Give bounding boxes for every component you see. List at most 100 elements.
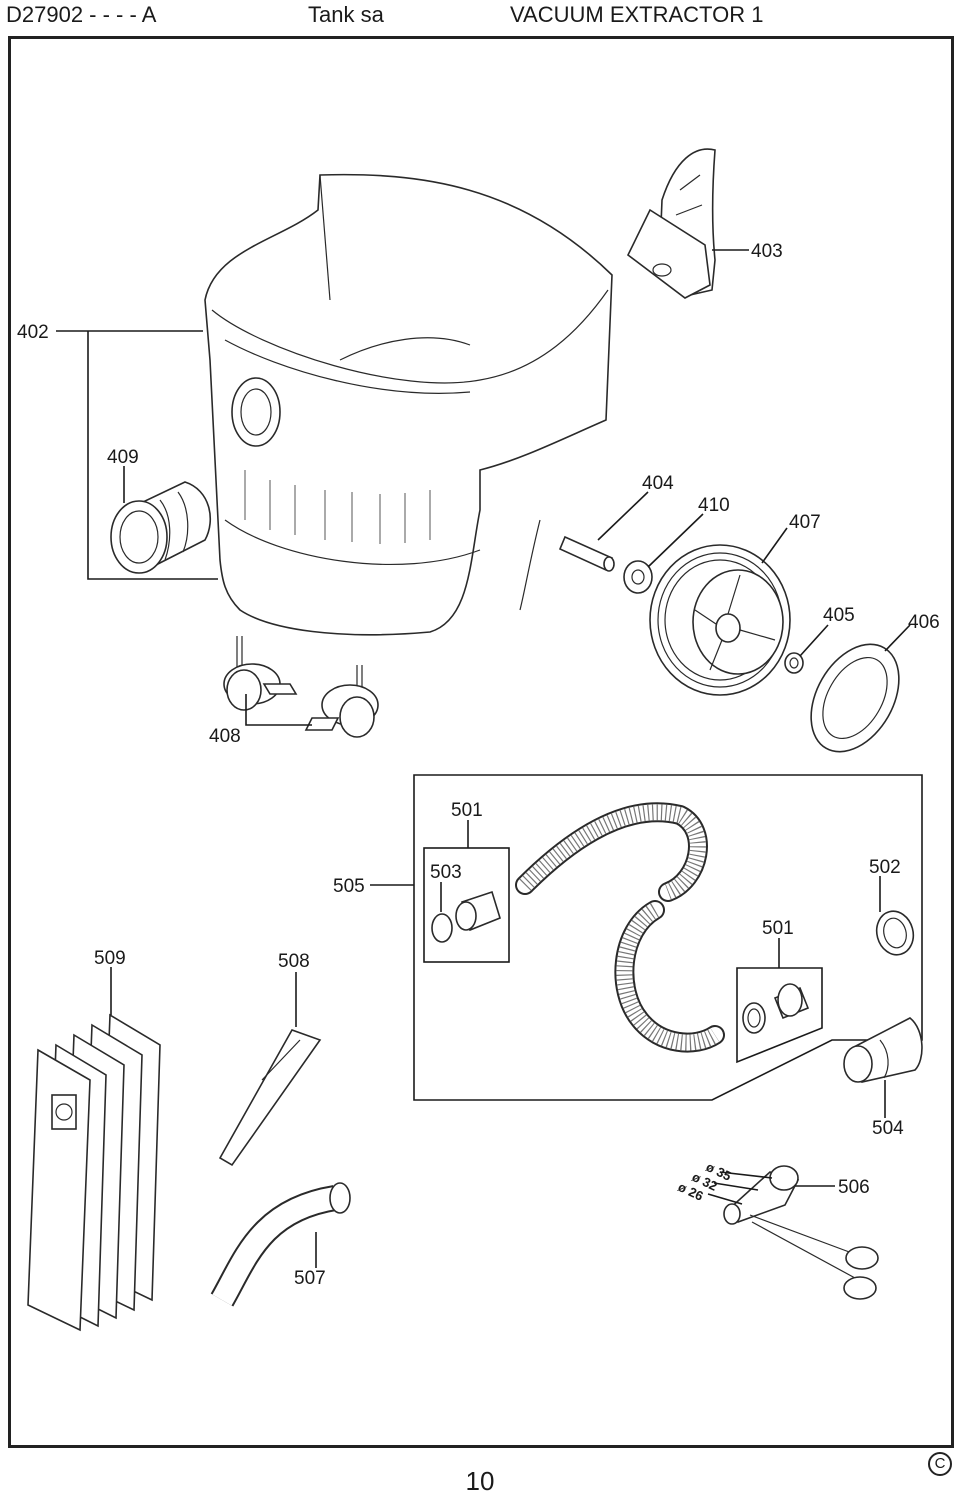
tank-wheel-recess <box>519 519 541 611</box>
inlet-adapter-mouth-inner <box>119 510 159 564</box>
label-507: 507 <box>294 1268 326 1289</box>
leader-407 <box>761 527 788 564</box>
reducer-tip <box>723 1203 741 1225</box>
hose-drawing <box>515 802 725 1053</box>
scissors-drawing <box>749 1214 879 1300</box>
curved-tube-fill <box>212 1187 338 1306</box>
wheel-spokes <box>694 574 776 671</box>
label-403: 403 <box>751 241 783 262</box>
leader-lines <box>56 249 911 1268</box>
scissors-ring-2 <box>843 1276 877 1300</box>
label-509: 509 <box>94 948 126 969</box>
label-402: 402 <box>17 322 49 343</box>
hub-cap-inner <box>822 656 888 740</box>
wheel-drawing <box>649 544 791 696</box>
axle-end <box>603 556 615 572</box>
tool-adapter-mouth <box>843 1045 873 1083</box>
leader-405 <box>799 624 829 657</box>
hose-connector-kit-box <box>736 967 823 1064</box>
tank-inlet-port-inner <box>240 388 272 436</box>
leader-diameters <box>707 1171 773 1205</box>
scissors-blades <box>749 1214 861 1279</box>
spacer-inner <box>631 569 645 585</box>
inlet-adapter-drawing <box>110 481 212 574</box>
label-504: 504 <box>872 1118 904 1139</box>
connector-2 <box>777 983 803 1017</box>
handle-detail <box>675 174 703 216</box>
crevice-tool <box>218 1029 322 1167</box>
sealing-ring-inner <box>883 917 907 949</box>
label-502: 502 <box>869 857 901 878</box>
hose-cuffs-drawing <box>431 890 501 943</box>
cuff-end <box>455 901 477 931</box>
reducer-mouth <box>769 1165 799 1191</box>
label-508: 508 <box>278 951 310 972</box>
handle-hole <box>652 263 672 277</box>
handle-bracket <box>626 208 711 299</box>
handle-drawing <box>626 148 716 299</box>
doc-code: D27902 - - - - A <box>6 2 157 27</box>
label-505: 505 <box>333 876 365 897</box>
label-405: 405 <box>823 605 855 626</box>
hub-cap-outer <box>810 643 900 753</box>
assembly-name: Tank sa <box>308 2 384 27</box>
nut-inner <box>789 657 799 669</box>
tank-ribs <box>244 470 431 544</box>
tank-rim-inner <box>224 339 471 394</box>
label-501-hose: 501 <box>451 800 483 821</box>
filter-bag-front <box>27 1048 91 1332</box>
hose-kit-outline <box>413 774 923 1101</box>
connector-1-inner <box>747 1008 761 1028</box>
label-404: 404 <box>642 473 674 494</box>
filter-bags-drawing <box>27 1013 161 1332</box>
leader-410 <box>647 513 704 568</box>
tank-rim <box>211 289 609 384</box>
castors-drawing <box>223 636 379 738</box>
label-408: 408 <box>209 726 241 747</box>
leader-406 <box>884 624 911 652</box>
axle-drawing <box>558 535 615 572</box>
tank-inner-wall <box>319 174 331 301</box>
leader-402-bracket <box>87 331 218 580</box>
castor-1-brake <box>262 683 298 695</box>
label-506: 506 <box>838 1177 870 1198</box>
tank-inlet-port <box>231 377 281 447</box>
label-503: 503 <box>430 862 462 883</box>
hub-cap-drawing <box>810 643 900 753</box>
curved-tube-drawing <box>210 1182 351 1307</box>
cuff-ring <box>431 913 453 943</box>
document-title: VACUUM EXTRACTOR 1 <box>510 2 764 27</box>
hose-connectors-drawing <box>742 983 810 1034</box>
crevice-tool-slot <box>261 1039 301 1081</box>
label-410: 410 <box>698 495 730 516</box>
wheel-hub <box>715 613 741 643</box>
label-501-connector: 501 <box>762 918 794 939</box>
nut-drawing <box>784 652 804 674</box>
filter-bag-opening <box>55 1103 73 1121</box>
sealing-ring-drawing <box>875 910 915 956</box>
tool-adapter-ring <box>879 1039 889 1079</box>
cuff-kit-box <box>423 847 510 963</box>
tank-inner-floor <box>339 337 471 361</box>
reducer-drawing <box>723 1165 800 1225</box>
leader-408 <box>245 694 312 726</box>
leader-404 <box>597 491 649 541</box>
castor-1-stem <box>236 636 243 670</box>
scissors-ring-1 <box>845 1246 879 1270</box>
tank-drawing <box>204 173 613 636</box>
copyright-symbol: C <box>928 1452 952 1476</box>
label-406: 406 <box>908 612 940 633</box>
label-409: 409 <box>107 447 139 468</box>
diagram-frame <box>8 36 954 1448</box>
connector-1 <box>742 1002 766 1034</box>
tool-adapter-drawing <box>843 1017 923 1083</box>
tank-base-line <box>224 519 481 565</box>
castor-1-wheel <box>226 669 262 711</box>
page-number: 10 <box>465 1466 495 1496</box>
nut-outer <box>784 652 804 674</box>
hose-lower-corrugation <box>616 903 720 1051</box>
label-407: 407 <box>789 512 821 533</box>
curved-tube-end <box>329 1182 351 1214</box>
inlet-adapter-rings <box>159 491 189 561</box>
